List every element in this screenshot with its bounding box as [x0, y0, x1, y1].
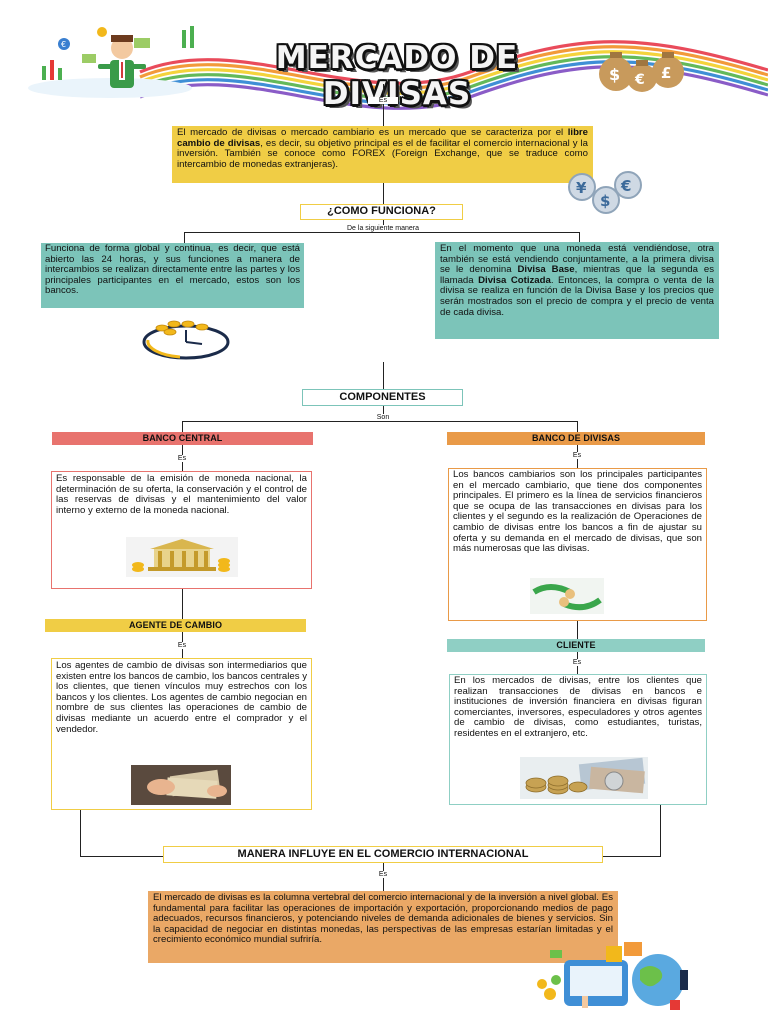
connector-como-horizontal — [184, 232, 580, 233]
right-text-1: En el momento que una moneda está vendié… — [440, 243, 714, 276]
businessman-with-money-illustration: € — [28, 26, 194, 98]
right-bold-1: Divisa Base — [517, 264, 575, 276]
cliente-text: En los mercados de divisas, entre los cl… — [454, 675, 702, 739]
manera-influye-box: El mercado de divisas es la columna vert… — [148, 891, 618, 963]
coins-banknotes-illustration — [520, 757, 648, 799]
label-es-banco-central: Es — [168, 455, 196, 462]
page-title: MERCADO DE DIVISAS — [275, 40, 519, 112]
como-funciona-left-box: Funciona de forma global y continua, es … — [41, 243, 304, 308]
banco-de-divisas-text: Los bancos cambiarios son los principale… — [453, 469, 702, 555]
connector-componentes-right — [577, 421, 578, 432]
agente-de-cambio-text: Los agentes de cambio de divisas son int… — [56, 660, 307, 735]
intro-bold-1: libre cambio de divisas — [177, 127, 588, 149]
connector-title-intro — [383, 84, 384, 126]
connector-bottom-left — [80, 856, 163, 857]
connector-como-left — [184, 232, 185, 243]
intro-text-1: El mercado de divisas o mercado cambiari… — [177, 127, 568, 138]
connector-componentes-horizontal — [182, 421, 578, 422]
bank-building-illustration — [126, 537, 238, 577]
connector-banco-central-agente — [182, 589, 183, 619]
yen-icon: ¥ — [576, 179, 587, 197]
connector-componentes-down — [383, 405, 384, 421]
cliente-label: CLIENTE — [447, 639, 705, 652]
manera-influye-heading: MANERA INFLUYE EN EL COMERCIO INTERNACIO… — [163, 846, 603, 863]
connector-cliente-bottom — [660, 804, 661, 857]
label-de-la-siguiente-manera: De la siguiente manera — [318, 225, 448, 232]
label-es-agente: Es — [168, 642, 196, 649]
connector-intro-como — [383, 182, 384, 204]
banco-central-box: Es responsable de la emisión de moneda n… — [51, 471, 312, 589]
label-es-banco-divisas: Es — [563, 452, 591, 459]
intro-box: El mercado de divisas o mercado cambiari… — [172, 126, 593, 183]
connector-banco-divisas-cliente — [577, 621, 578, 639]
clock-coins-illustration — [142, 320, 230, 360]
connector-como-right — [579, 232, 580, 243]
label-son: Son — [368, 414, 398, 421]
banco-central-text: Es responsable de la emisión de moneda n… — [56, 473, 307, 516]
cliente-box: En los mercados de divisas, entre los cl… — [449, 674, 707, 805]
label-es-1: Es — [368, 97, 398, 104]
banco-central-label: BANCO CENTRAL — [52, 432, 313, 445]
right-text-3: . Entonces, la compra o venta de la divi… — [440, 274, 714, 318]
banco-de-divisas-label: BANCO DE DIVISAS — [447, 432, 705, 445]
connector-agente-bottom — [80, 810, 81, 857]
label-es-cliente: Es — [563, 659, 591, 666]
agente-de-cambio-label: AGENTE DE CAMBIO — [45, 619, 306, 632]
intro-text-2: , es decir, su objetivo principal es el … — [177, 137, 588, 170]
label-es-manera: Es — [368, 871, 398, 878]
dollar-coin-icon: $ — [600, 192, 610, 210]
right-text-2: , mientras que la segunda es llamada — [440, 264, 715, 286]
global-commerce-illustration — [537, 942, 688, 1010]
euro-icon: € — [634, 72, 645, 88]
rainbow-wave-decoration — [139, 40, 768, 110]
money-bags-illustration: $ € £ — [599, 52, 684, 92]
counting-money-illustration — [131, 765, 231, 805]
svg-text:€: € — [61, 40, 66, 49]
currency-exchange-hands-illustration — [530, 578, 604, 614]
como-funciona-heading: ¿COMO FUNCIONA? — [300, 204, 463, 220]
connector-componentes-left — [182, 421, 183, 432]
currency-coins-illustration: ¥ € $ — [568, 171, 642, 214]
right-bold-2: Divisa Cotizada — [478, 274, 551, 286]
componentes-heading: COMPONENTES — [302, 389, 463, 406]
euro-coin-icon: € — [620, 177, 631, 195]
como-funciona-right-box: En el momento que una moneda está vendié… — [435, 242, 719, 339]
connector-to-componentes — [383, 362, 384, 390]
pound-icon: £ — [661, 64, 671, 82]
connector-bottom-right — [602, 856, 661, 857]
dollar-icon: $ — [609, 65, 620, 84]
